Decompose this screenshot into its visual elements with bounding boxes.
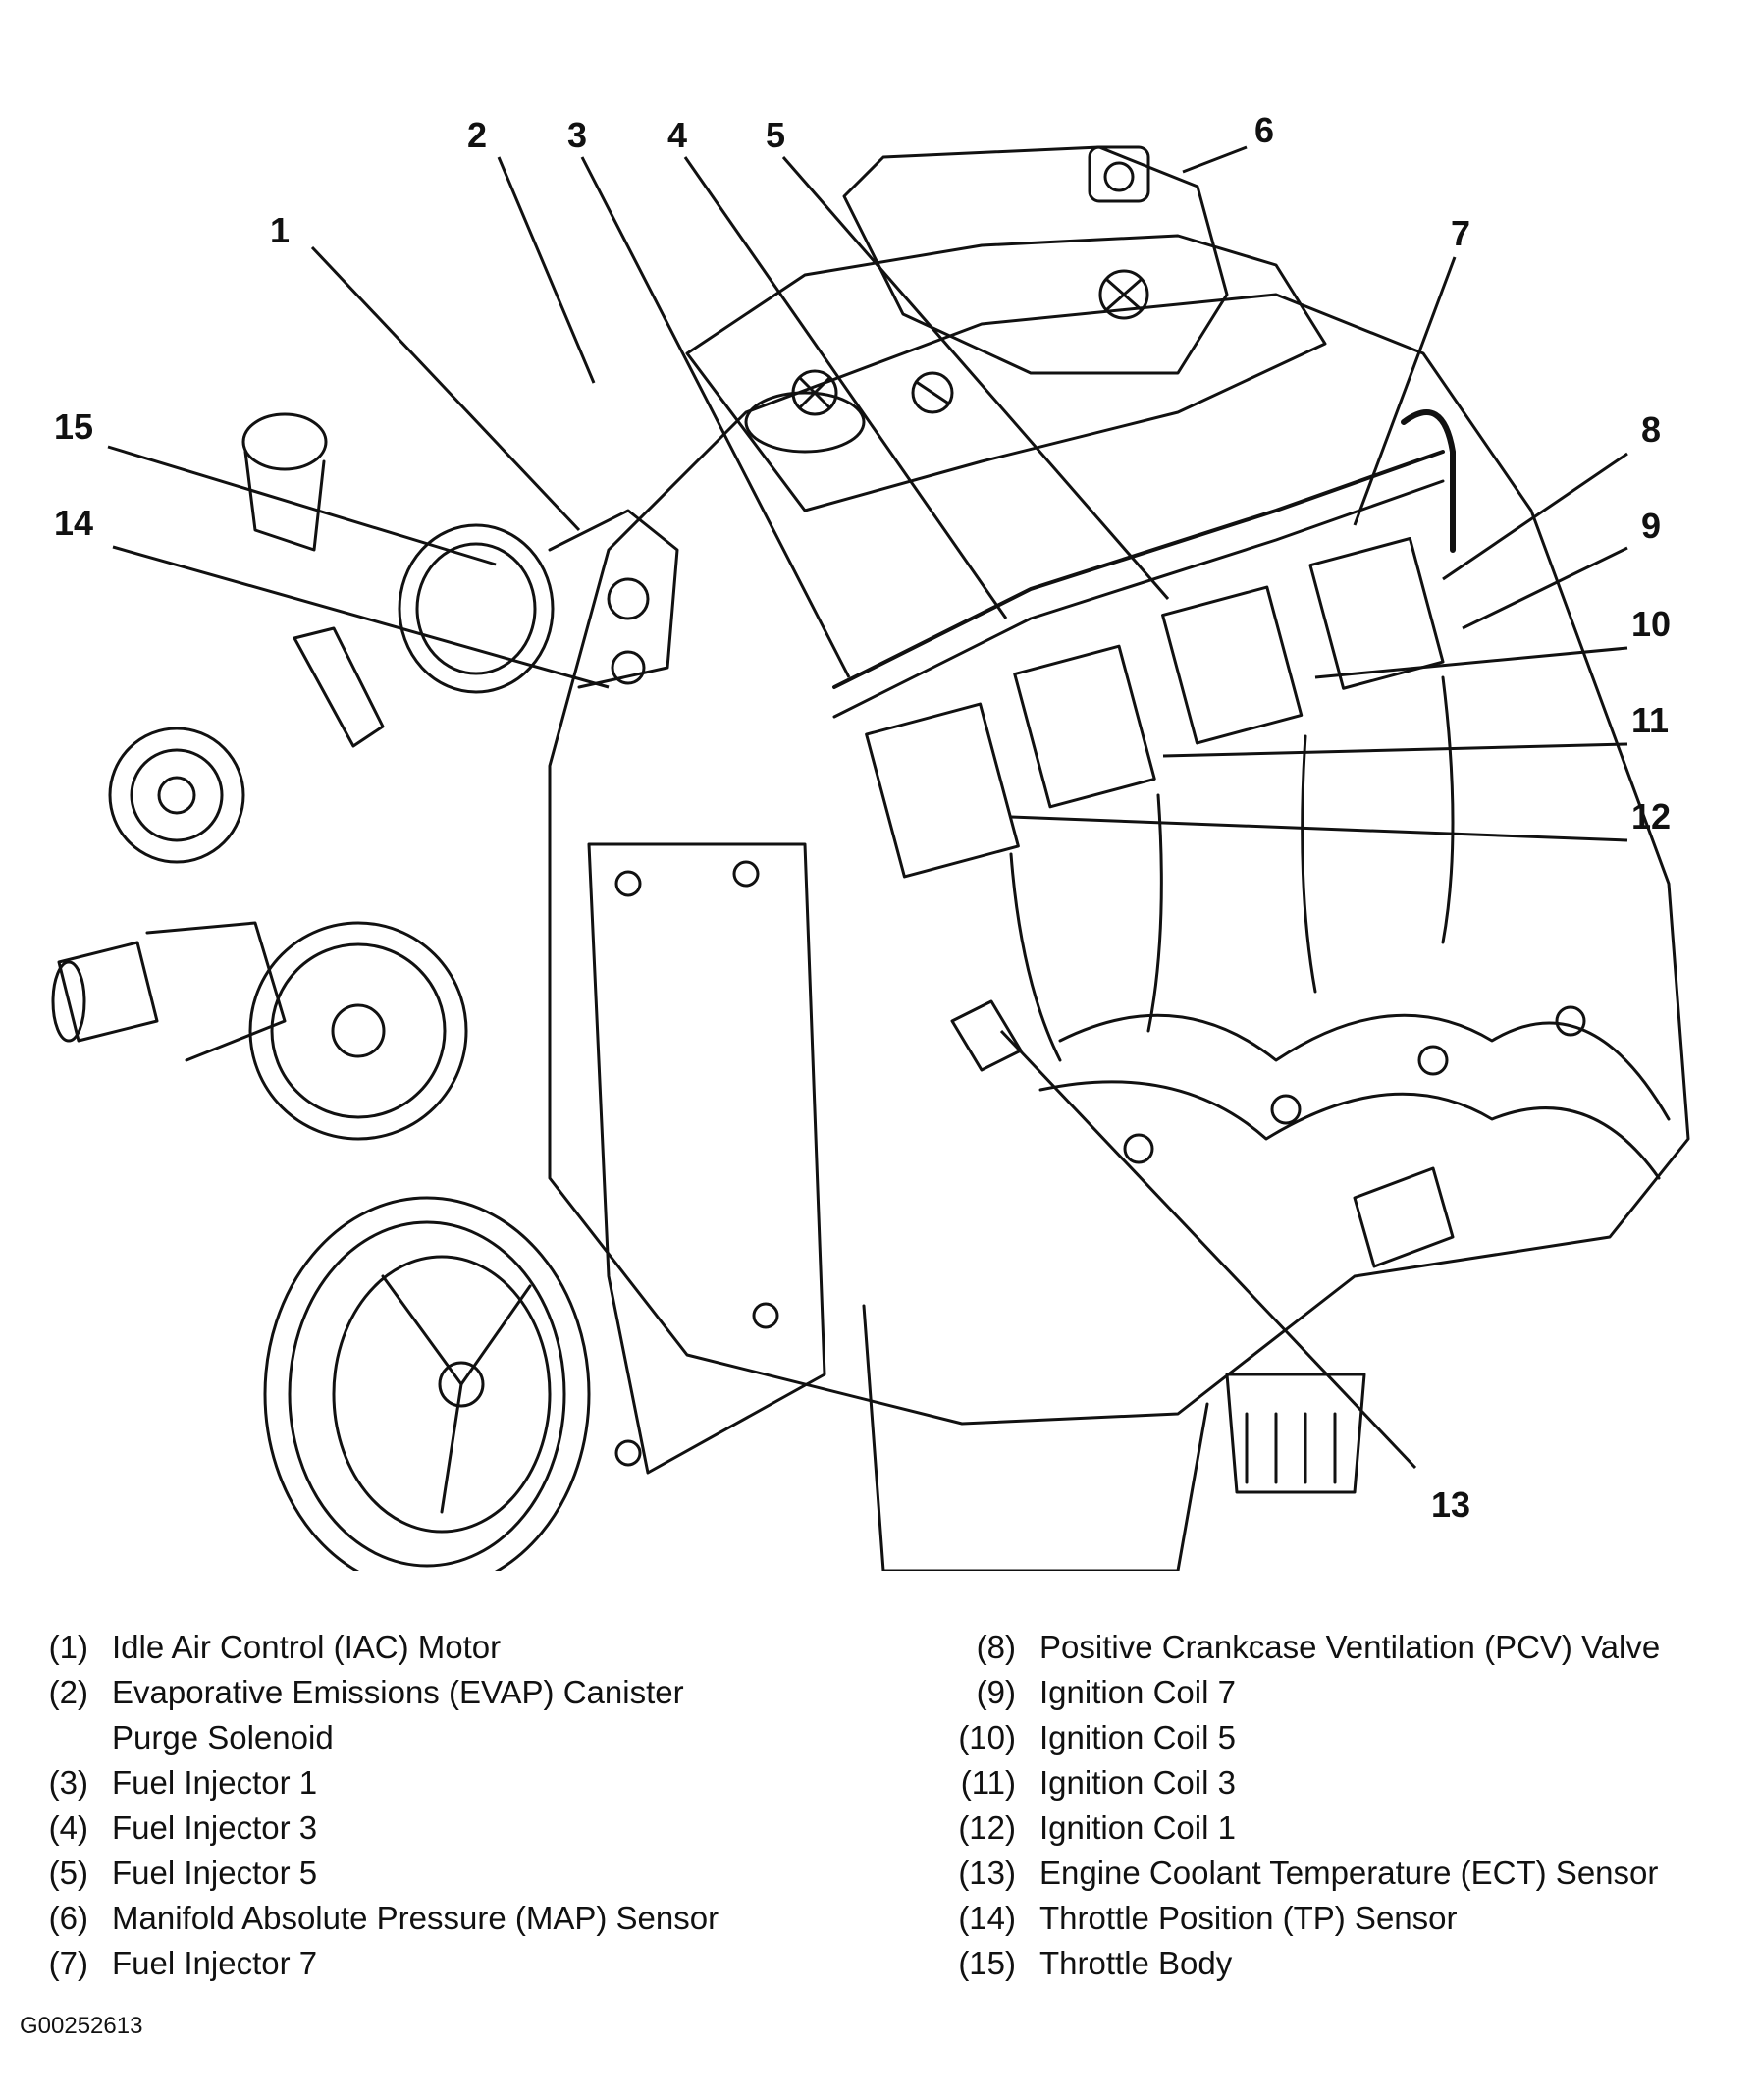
legend-right-column: (8) Positive Crankcase Ventilation (PCV) … [947,1625,1660,1986]
legend-entry: (11) Ignition Coil 3 [947,1760,1660,1805]
legend-number: (10) [958,1719,1016,1755]
legend-label: Engine Coolant Temperature (ECT) Sensor [1039,1855,1659,1891]
legend-label: Fuel Injector 1 [112,1764,318,1801]
figure-id: G00252613 [20,2013,143,2039]
callout-14: 14 [54,503,93,543]
legend-label: Purge Solenoid [112,1719,334,1755]
legend-number: (2) [48,1674,88,1710]
leader-lines [107,145,1628,1470]
legend-number [37,1715,88,1760]
legend-entry: (9) Ignition Coil 7 [947,1670,1660,1715]
callout-8: 8 [1641,409,1661,450]
legend-entry: (14) Throttle Position (TP) Sensor [947,1896,1660,1941]
legend-label: Ignition Coil 7 [1039,1674,1236,1710]
legend-entry: (10) Ignition Coil 5 [947,1715,1660,1760]
legend-left-column: (1) Idle Air Control (IAC) Motor (2) Evapor… [37,1625,719,1986]
legend-entry: (5) Fuel Injector 5 [37,1851,719,1896]
legend-number: (8) [976,1629,1016,1665]
legend-number: (5) [48,1855,88,1891]
legend-entry: (15) Throttle Body [947,1941,1660,1986]
legend-entry: (1) Idle Air Control (IAC) Motor [37,1625,719,1670]
legend-label: Ignition Coil 5 [1039,1719,1236,1755]
callout-4: 4 [667,115,687,155]
legend-entry: Purge Solenoid [37,1715,719,1760]
callout-3: 3 [567,115,587,155]
legend-entry: (4) Fuel Injector 3 [37,1805,719,1851]
callout-labels: 1 2 3 4 5 6 7 8 9 10 11 12 13 14 15 [54,110,1671,1525]
legend-entry: (7) Fuel Injector 7 [37,1941,719,1986]
legend-number: (13) [958,1855,1016,1891]
legend-entry: (13) Engine Coolant Temperature (ECT) Sen… [947,1851,1660,1896]
legend-label: Manifold Absolute Pressure (MAP) Sensor [112,1900,719,1936]
legend-label: Throttle Body [1039,1945,1233,1981]
callout-7: 7 [1451,213,1470,253]
callout-5: 5 [766,115,785,155]
legend-entry: (8) Positive Crankcase Ventilation (PCV) … [947,1625,1661,1670]
callout-13: 13 [1431,1484,1470,1525]
legend-entry: (3) Fuel Injector 1 [37,1760,719,1805]
legend-number: (12) [958,1809,1016,1846]
legend-label: Throttle Position (TP) Sensor [1039,1900,1458,1936]
legend-number: (4) [48,1809,88,1846]
callout-15: 15 [54,406,93,447]
legend-label: Idle Air Control (IAC) Motor [112,1629,502,1665]
engine-diagram: 1 2 3 4 5 6 7 8 9 10 11 12 13 14 15 [51,110,1690,1571]
callout-1: 1 [270,210,290,250]
legend-label: Fuel Injector 5 [112,1855,318,1891]
legend-label: Ignition Coil 3 [1039,1764,1236,1801]
legend-label: Fuel Injector 3 [112,1809,318,1846]
callout-6: 6 [1254,110,1274,150]
legend-number: (15) [958,1945,1016,1981]
legend-number: (3) [48,1764,88,1801]
callout-11: 11 [1631,700,1669,740]
callout-10: 10 [1631,604,1671,644]
legend-entry: (2) Evaporative Emissions (EVAP) Canister [37,1670,719,1715]
legend-label: Evaporative Emissions (EVAP) Canister [112,1674,684,1710]
legend-entry: (12) Ignition Coil 1 [947,1805,1660,1851]
callout-2: 2 [467,115,487,155]
legend-number: (14) [958,1900,1016,1936]
legend-label: Fuel Injector 7 [112,1945,318,1981]
callout-12: 12 [1631,796,1671,836]
legend-label: Ignition Coil 1 [1039,1809,1236,1846]
legend-number: (1) [48,1629,88,1665]
legend-number: (7) [48,1945,88,1981]
legend-number: (9) [976,1674,1016,1710]
legend-label: Positive Crankcase Ventilation (PCV) Val… [1039,1629,1661,1665]
engine-illustration [51,145,1690,1571]
legend-number: (6) [48,1900,88,1936]
legend-entry: (6) Manifold Absolute Pressure (MAP) Sens… [37,1896,719,1941]
callout-9: 9 [1641,506,1661,546]
legend-number: (11) [960,1764,1016,1801]
